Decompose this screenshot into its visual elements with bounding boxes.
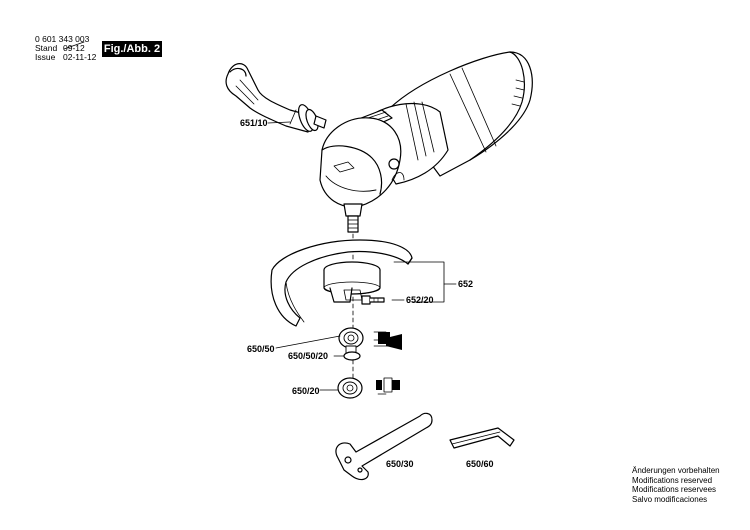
- callout-clamp-nut: 650/20: [292, 386, 320, 396]
- callout-spanner: 650/30: [386, 459, 414, 469]
- side-handle: [225, 63, 327, 133]
- part-number: 0 601 343 003: [35, 34, 90, 44]
- note-es: Salvo modificaciones: [632, 494, 708, 504]
- clamp-nut-symbol: [376, 377, 400, 395]
- callout-hex-key: 650/60: [466, 459, 494, 469]
- callout-flange: 650/50: [247, 344, 275, 354]
- modification-notes: Änderungen vorbehalten Modifications res…: [632, 466, 720, 504]
- issue-label: Issue: [35, 52, 56, 62]
- mounting-flange: [338, 327, 364, 355]
- callout-handle: 651/10: [240, 118, 268, 128]
- figure-badge: Fig./Abb. 2: [102, 41, 162, 57]
- note-en: Modifications reserved: [632, 475, 713, 485]
- stand-value: 09-12: [63, 43, 85, 53]
- issue-value: 02-11-12: [63, 52, 97, 62]
- hex-key: [449, 427, 515, 449]
- clamp-screw: [361, 295, 385, 305]
- callout-guard: 652: [458, 279, 474, 289]
- leader-lines: [267, 121, 457, 391]
- callout-screw: 652/20: [406, 295, 434, 305]
- o-ring: [343, 351, 361, 361]
- callout-flange-nut: 650/50/20: [288, 351, 329, 361]
- two-pin-spanner: [335, 412, 433, 481]
- angle-grinder-body: [319, 51, 533, 233]
- note-fr: Modifications reservees: [632, 485, 717, 495]
- stand-label: Stand: [35, 43, 58, 53]
- clamp-nut: [337, 377, 363, 399]
- note-de: Änderungen vorbehalten: [632, 466, 720, 475]
- flange-symbol: [373, 331, 402, 350]
- stand-strike: [63, 41, 85, 50]
- wheel-guard: [270, 239, 413, 327]
